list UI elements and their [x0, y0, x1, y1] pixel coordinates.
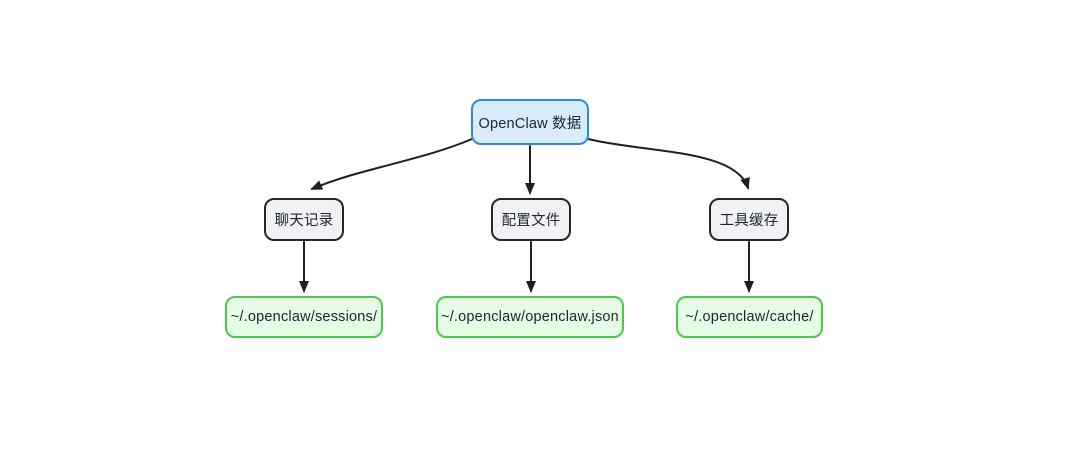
node-sessions-path: ~/.openclaw/sessions/: [225, 296, 383, 338]
node-chat-records: 聊天记录: [264, 198, 344, 241]
node-cache-path-label: ~/.openclaw/cache/: [685, 309, 814, 325]
node-tool-cache: 工具缓存: [709, 198, 789, 241]
edge-root-to-chat-records: [310, 138, 473, 190]
node-config-file-label: 配置文件: [501, 213, 561, 229]
node-openclaw-data: OpenClaw 数据: [471, 99, 589, 145]
node-chat-records-label: 聊天记录: [274, 213, 334, 229]
node-sessions-path-label: ~/.openclaw/sessions/: [230, 309, 378, 325]
node-openclaw-json-path-label: ~/.openclaw/openclaw.json: [441, 309, 619, 325]
node-tool-cache-label: 工具缓存: [719, 213, 779, 229]
edge-root-to-tool-cache: [587, 138, 750, 190]
node-openclaw-json-path: ~/.openclaw/openclaw.json: [436, 296, 624, 338]
node-openclaw-data-label: OpenClaw 数据: [478, 115, 582, 132]
node-config-file: 配置文件: [491, 198, 571, 241]
node-cache-path: ~/.openclaw/cache/: [676, 296, 823, 338]
